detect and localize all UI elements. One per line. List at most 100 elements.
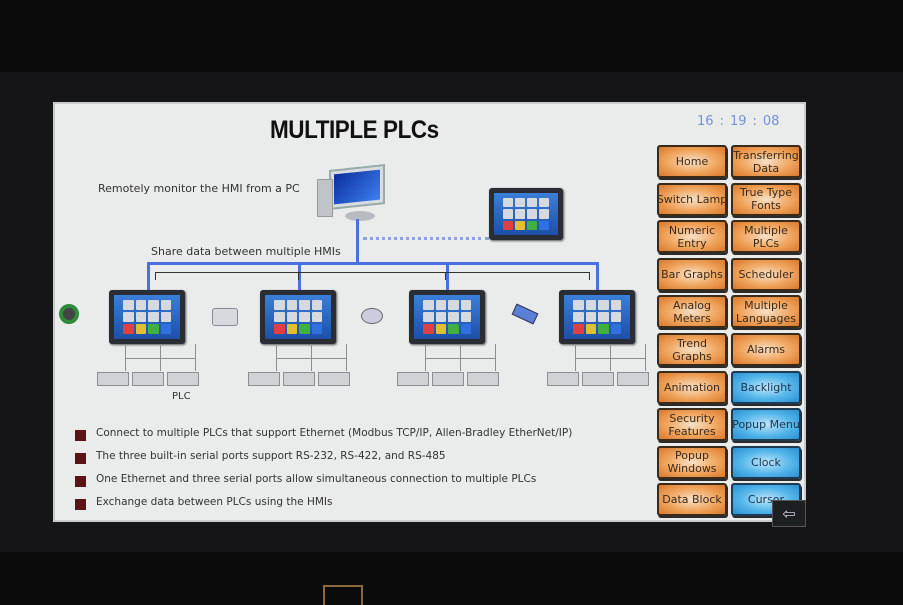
menu-button-multiple-plcs[interactable]: Multiple PLCs — [731, 220, 801, 254]
hmi-key-icon — [585, 312, 596, 322]
menu-button-clock[interactable]: Clock — [731, 445, 801, 479]
hmi-key-icon — [527, 220, 537, 230]
hmi-key-icon — [515, 209, 525, 219]
plc-module — [318, 372, 350, 386]
plc-wire — [645, 344, 646, 371]
hmi-key-icon — [448, 300, 459, 310]
plc-wire — [195, 344, 196, 371]
hmi-key-icon — [539, 220, 549, 230]
hmi-key-icon — [148, 312, 159, 322]
menu-button-switch-lamp[interactable]: Switch Lamp — [657, 182, 727, 216]
plc-wire — [346, 344, 347, 371]
bus-drop — [596, 262, 599, 290]
page-title: MULTIPLE PLCs — [270, 116, 439, 144]
dotted-link — [363, 237, 489, 240]
hmi-key-icon — [423, 312, 434, 322]
menu-button-true-type-fonts[interactable]: True Type Fonts — [731, 182, 801, 216]
menu-button-multiple-languages[interactable]: Multiple Languages — [731, 295, 801, 329]
plc-wire — [311, 344, 312, 371]
plc-module — [167, 372, 199, 386]
menu-button-alarms[interactable]: Alarms — [731, 333, 801, 366]
bullet-icon — [75, 453, 86, 464]
hmi-key-icon — [610, 324, 621, 334]
hmi-unit-3 — [409, 290, 485, 344]
bus-drop — [147, 262, 150, 290]
home-hardware-button[interactable] — [323, 585, 363, 605]
arrow-left-icon[interactable]: ⇦ — [772, 500, 806, 527]
menu-button-home[interactable]: Home — [657, 145, 727, 178]
hmi-unit-1 — [109, 290, 185, 344]
menu-button-popup-menu[interactable]: Popup Menu — [731, 408, 801, 442]
menu-button-transferring-data[interactable]: Transferring Data — [731, 145, 801, 178]
hmi-key-icon — [610, 300, 621, 310]
hmi-key-icon — [448, 324, 459, 334]
hmi-key-icon — [299, 300, 310, 310]
hmi-key-icon — [135, 300, 146, 310]
menu-button-analog-meters[interactable]: Analog Meters — [657, 295, 727, 329]
menu-button-bar-graphs[interactable]: Bar Graphs — [657, 257, 727, 291]
hmi-key-icon — [515, 220, 525, 230]
hmi-key-icon — [435, 300, 446, 310]
hmi-key-icon — [503, 209, 513, 219]
hmi-unit-4 — [559, 290, 635, 344]
hmi-key-icon — [311, 312, 322, 322]
hmi-key-icon — [448, 312, 459, 322]
bullet-text: Connect to multiple PLCs that support Et… — [96, 427, 573, 439]
hmi-key-icon — [503, 198, 513, 208]
pc-label: Remotely monitor the HMI from a PC — [98, 182, 300, 195]
hmi-key-icon — [598, 300, 609, 310]
hmi-key-icon — [435, 324, 446, 334]
mouse-icon — [361, 308, 383, 324]
plc-module — [547, 372, 579, 386]
plc-wire — [125, 344, 126, 371]
plc-wire — [276, 344, 277, 371]
wireless-icon — [59, 304, 79, 324]
menu-button-security-features[interactable]: Security Features — [657, 408, 727, 442]
hmi-key-icon — [423, 300, 434, 310]
plc-module — [132, 372, 164, 386]
pc-link — [356, 219, 359, 264]
hmi-key-icon — [598, 324, 609, 334]
bus-drop — [446, 262, 449, 290]
hmi-key-icon — [135, 312, 146, 322]
plc-module — [582, 372, 614, 386]
hmi-key-icon — [460, 300, 471, 310]
plc-module — [97, 372, 129, 386]
menu-button-numeric-entry[interactable]: Numeric Entry — [657, 220, 727, 254]
hmi-key-icon — [460, 324, 471, 334]
hmi-key-icon — [160, 324, 171, 334]
bullet-icon — [75, 430, 86, 441]
hmi-key-icon — [274, 324, 285, 334]
menu-button-backlight[interactable]: Backlight — [731, 370, 801, 404]
clock-display: 16:19:08 — [697, 114, 780, 129]
hmi-key-icon — [123, 312, 134, 322]
hmi-key-icon — [610, 312, 621, 322]
hmi-key-icon — [539, 198, 549, 208]
hmi-key-icon — [573, 300, 584, 310]
hmi-key-icon — [585, 324, 596, 334]
menu-button-popup-windows[interactable]: Popup Windows — [657, 445, 727, 479]
plc-wire — [575, 344, 576, 371]
menu-button-trend-graphs[interactable]: Trend Graphs — [657, 333, 727, 366]
bullet-icon — [75, 499, 86, 510]
hmi-key-icon — [435, 312, 446, 322]
plc-wire — [495, 344, 496, 371]
bullet-text: One Ethernet and three serial ports allo… — [96, 473, 537, 485]
hmi-key-icon — [527, 209, 537, 219]
menu-button-data-block[interactable]: Data Block — [657, 483, 727, 517]
hmi-key-icon — [573, 324, 584, 334]
hmi-key-icon — [160, 312, 171, 322]
hmi-key-icon — [299, 312, 310, 322]
menu-button-animation[interactable]: Animation — [657, 370, 727, 404]
hmi-key-icon — [311, 300, 322, 310]
plc-module — [467, 372, 499, 386]
bullet-text: Exchange data between PLCs using the HMI… — [96, 496, 333, 508]
plc-wire — [160, 344, 161, 371]
hmi-key-icon — [160, 300, 171, 310]
hmi-key-icon — [274, 312, 285, 322]
usb-drive-icon — [511, 303, 539, 325]
hmi-key-icon — [585, 300, 596, 310]
plc-module — [397, 372, 429, 386]
menu-button-scheduler[interactable]: Scheduler — [731, 257, 801, 291]
plc-module — [617, 372, 649, 386]
